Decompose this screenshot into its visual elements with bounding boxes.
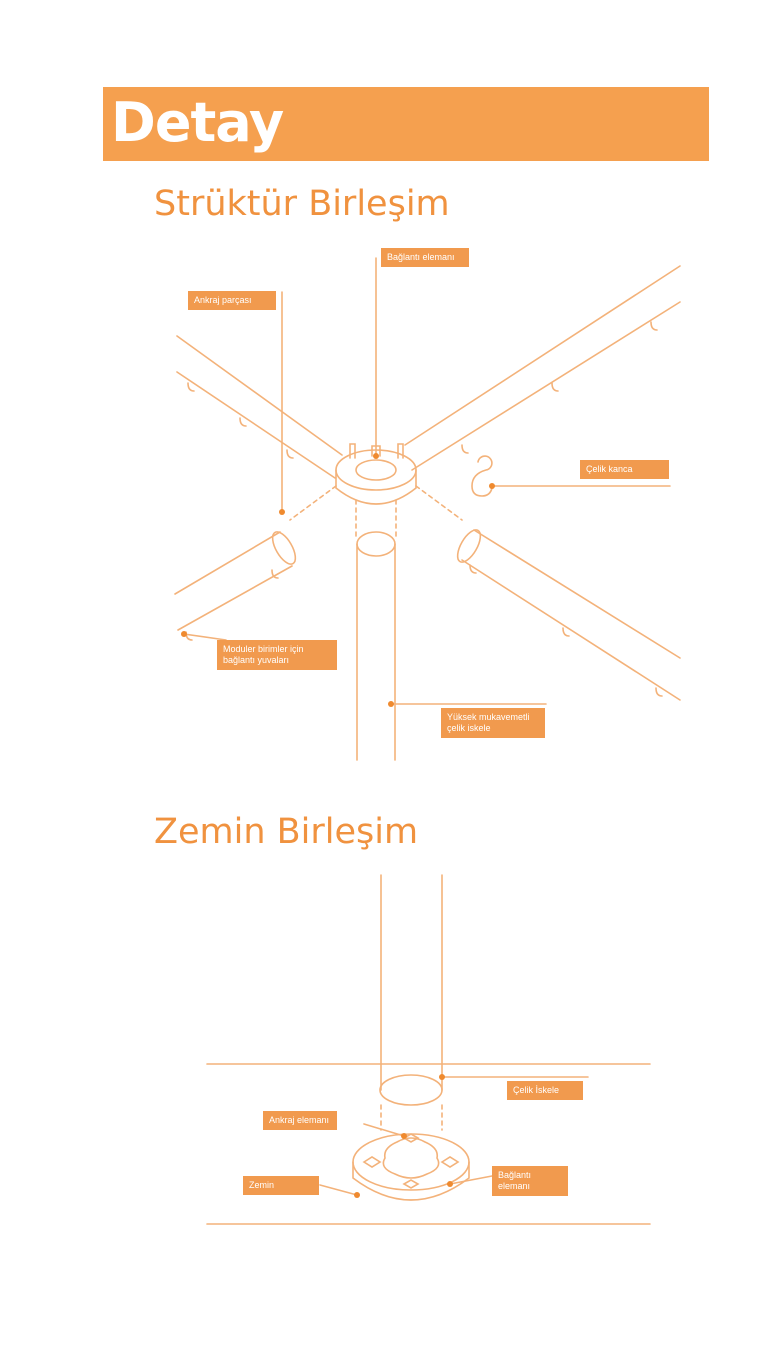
section-title-structure: Strüktür Birleşim [154,184,450,224]
header-banner: Detay [103,87,709,161]
label-ground-steel-scaffold: Çelik İskele [507,1081,583,1100]
label-steel-scaffold: Yüksek mukavemetli çelik iskele [441,708,545,738]
label-connection-element: Bağlantı elemanı [381,248,469,267]
label-ground: Zemin [243,1176,319,1195]
page-title: Detay [111,91,284,154]
label-steel-hook: Çelik kanca [580,460,669,479]
label-ground-anchor-element: Ankraj elemanı [263,1111,337,1130]
label-module-slots: Moduler birimler için bağlantı yuvaları [217,640,337,670]
section-title-ground: Zemin Birleşim [154,812,419,852]
label-ground-connection-element: Bağlantı elemanı [492,1166,568,1196]
label-anchor-part: Ankraj parçası [188,291,276,310]
